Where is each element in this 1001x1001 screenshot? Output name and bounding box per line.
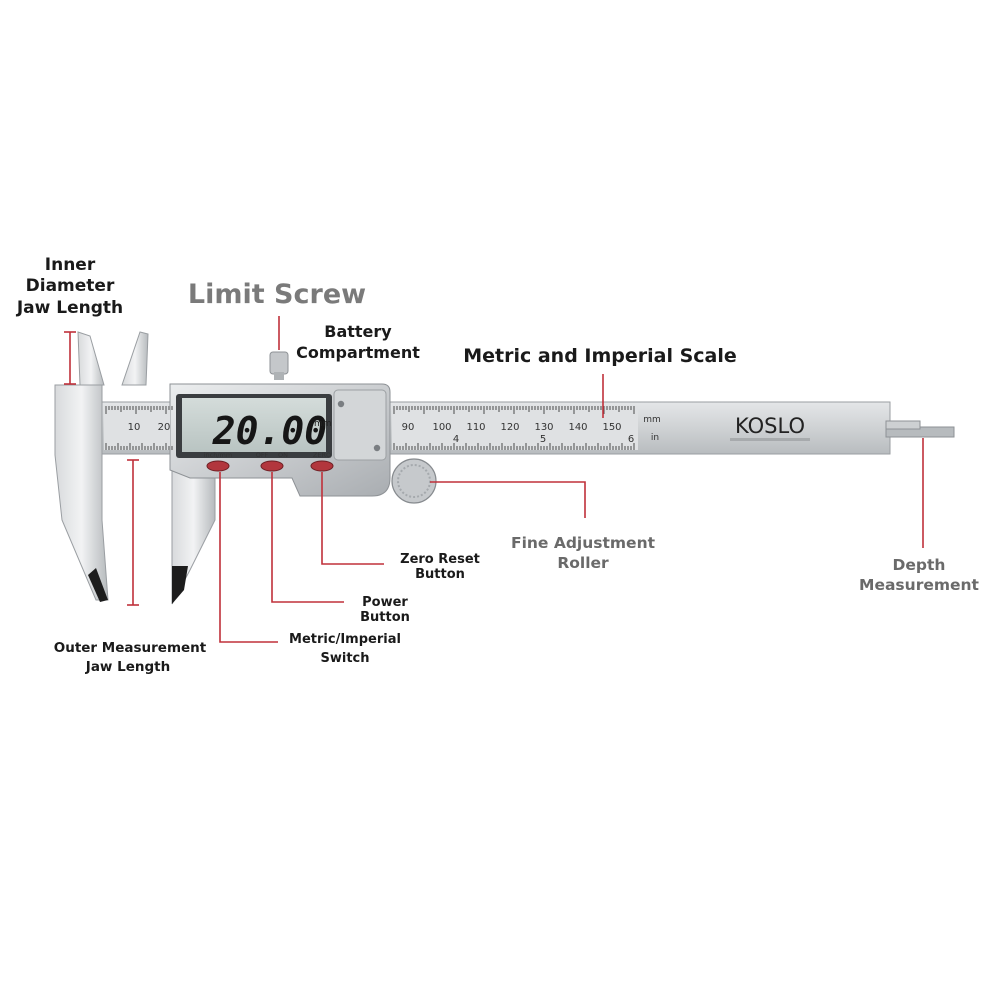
sliding-inner-jaw <box>121 331 149 386</box>
battery-compartment <box>333 389 387 461</box>
scale-ticks-right <box>393 406 635 450</box>
label-zero-reset-2: Button <box>415 567 465 582</box>
brand-logo: KOSLO <box>735 414 805 438</box>
label-outer-jaw-1: Outer Measurement <box>54 640 207 656</box>
scale-strip-right <box>392 406 638 450</box>
inch-scale-label: 6 <box>628 434 634 445</box>
fixed-outer-jaw <box>54 384 109 601</box>
label-scale: Metric and Imperial Scale <box>463 345 737 367</box>
limit-screw <box>269 351 289 375</box>
inch-scale-labels: 4 5 6 <box>453 434 634 445</box>
inch-scale-label: 5 <box>540 434 546 445</box>
zero-reset-button[interactable] <box>310 460 334 472</box>
label-outer-jaw-2: Jaw Length <box>85 659 170 675</box>
label-inner-jaw-2: Diameter <box>26 276 115 296</box>
metric-scale-label: 140 <box>568 422 587 433</box>
label-inner-jaw-1: Inner <box>45 255 96 275</box>
scale-strip-left <box>104 406 170 450</box>
scale-ticks-left <box>105 406 173 450</box>
metric-scale-labels: 90 100 110 120 130 140 150 <box>402 422 622 433</box>
label-zero-reset-1: Zero Reset <box>400 552 480 567</box>
label-fine-roller-2: Roller <box>557 554 609 572</box>
metric-scale-label: 150 <box>602 422 621 433</box>
label-limit-screw: Limit Screw <box>188 279 366 310</box>
mm-unit-label: mm <box>643 415 661 425</box>
button-label-zero: ZERO <box>313 451 331 459</box>
label-fine-roller-1: Fine Adjustment <box>511 534 656 552</box>
button-label-on: ON <box>278 451 288 459</box>
fixed-inner-jaw <box>77 331 105 386</box>
lcd-reading: 20.00 <box>212 409 327 453</box>
scale-label-10: 10 <box>128 422 141 433</box>
lcd-unit: mm <box>314 419 332 429</box>
metric-scale-label: 100 <box>432 422 451 433</box>
label-switch-1: Metric/Imperial <box>289 632 401 647</box>
label-power-1: Power <box>362 595 408 610</box>
scale-label-20: 20 <box>158 422 171 433</box>
metric-imperial-switch-button[interactable] <box>206 460 230 472</box>
label-power-2: Button <box>360 610 410 625</box>
label-depth-2: Measurement <box>859 576 980 594</box>
lcd-screen <box>182 398 326 452</box>
metric-scale-label: 130 <box>534 422 553 433</box>
label-switch-2: Switch <box>320 651 369 666</box>
in-unit-label: in <box>651 433 659 443</box>
inch-scale-label: 4 <box>453 434 459 445</box>
metric-scale-label: 110 <box>466 422 485 433</box>
button-label-off: OFF <box>256 451 269 459</box>
metric-scale-label: 120 <box>500 422 519 433</box>
button-label-inch-mm: inch/mm <box>204 451 232 459</box>
metric-scale-label: 90 <box>402 422 415 433</box>
label-inner-jaw-3: Jaw Length <box>16 298 123 318</box>
power-button[interactable] <box>260 460 284 472</box>
label-battery-1: Battery <box>324 322 392 341</box>
label-depth-1: Depth <box>893 556 946 574</box>
label-battery-2: Compartment <box>296 343 420 362</box>
